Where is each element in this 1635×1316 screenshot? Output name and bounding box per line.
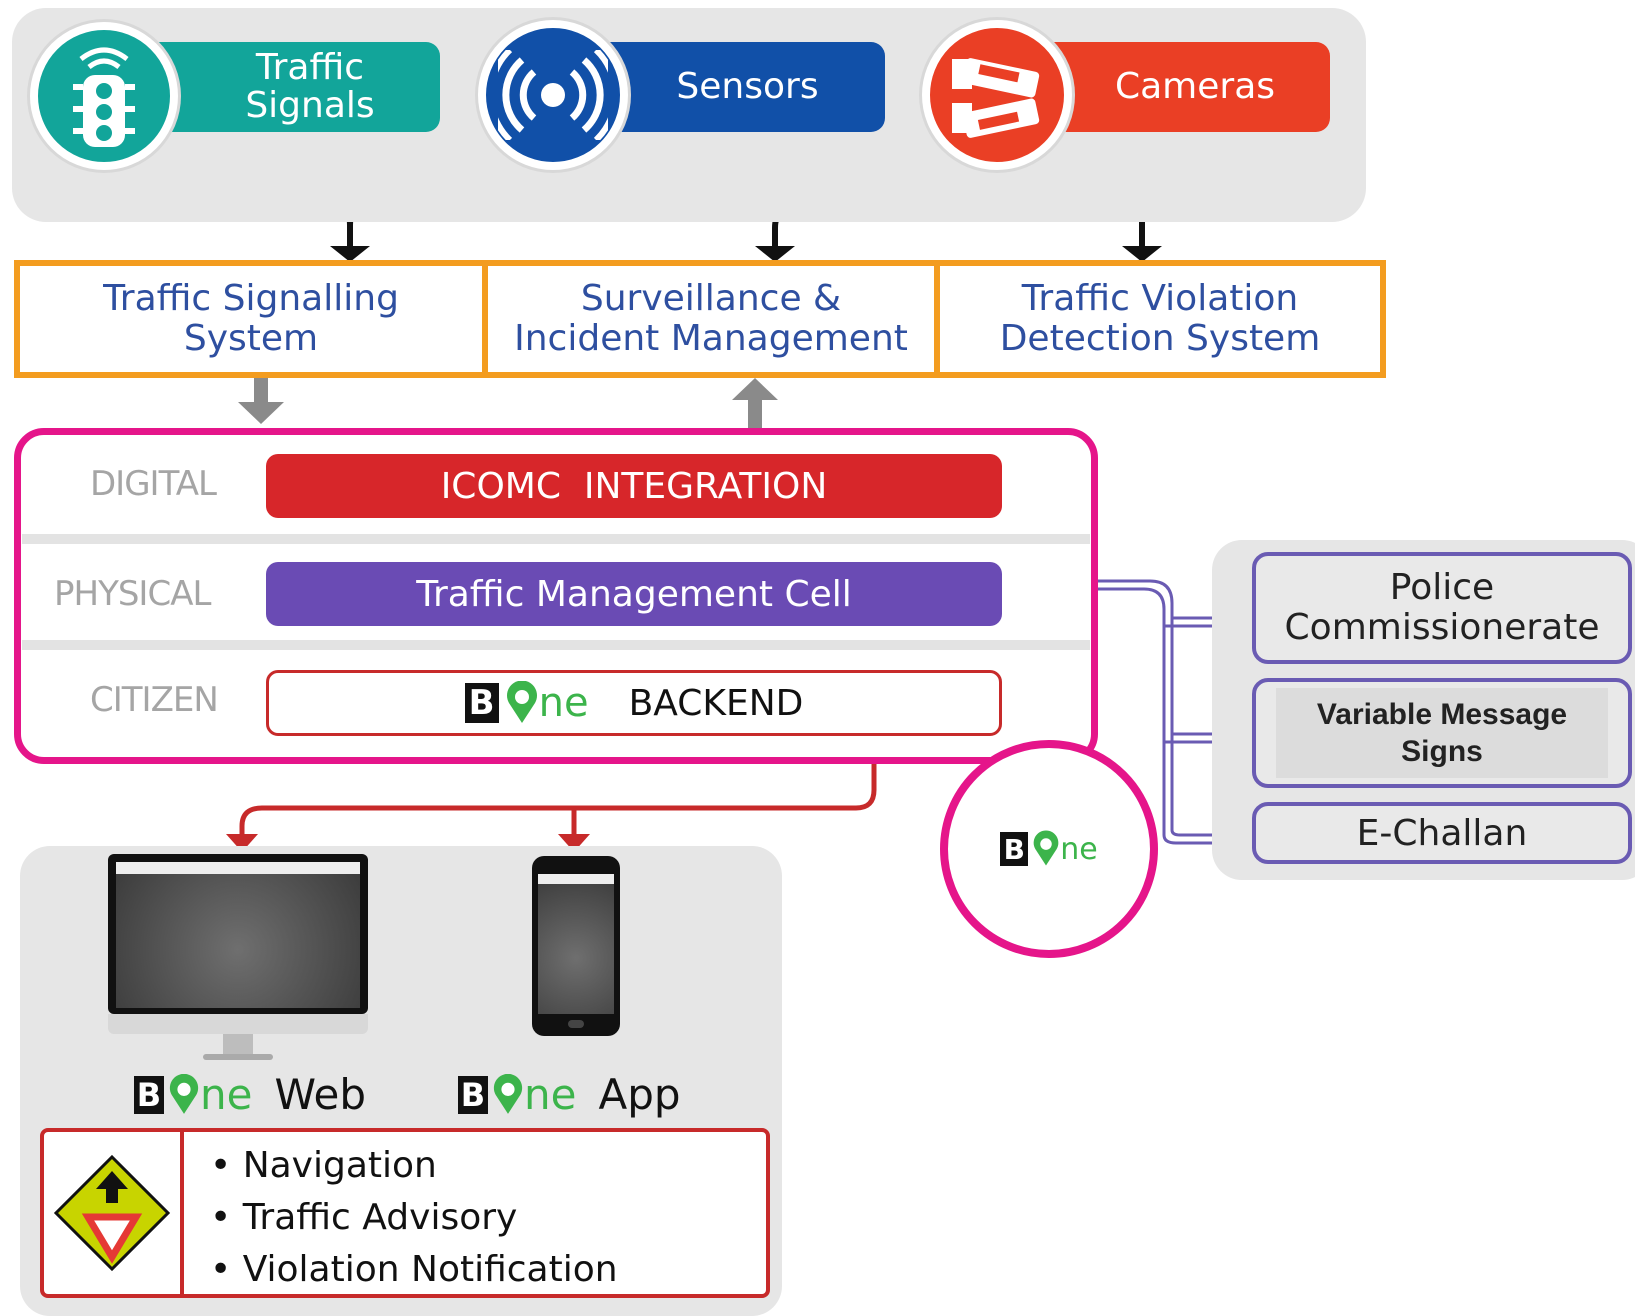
feature-list: • Navigation • Traffic Advisory • Violat…	[184, 1132, 618, 1294]
e-challan: E-Challan	[1252, 802, 1632, 864]
feature-violation-notification: Violation Notification	[242, 1249, 618, 1290]
traffic-management-cell-bar: Traffic Management Cell	[266, 562, 1002, 626]
icomc-integration-bar: ICOMC INTEGRATION	[266, 454, 1002, 518]
bone-logo-ne: ne	[538, 680, 589, 726]
traffic-signals-label-1: Traffic	[255, 47, 365, 89]
bone-logo-ne: ne	[524, 1070, 577, 1119]
vms-line-1: Variable Message	[1316, 697, 1568, 731]
app-label: App	[598, 1070, 681, 1119]
traffic-violation-detection-system: Traffic Violation Detection System	[934, 266, 1380, 372]
road-sign-cell	[44, 1132, 184, 1294]
physical-label: PHYSICAL	[54, 574, 211, 614]
echallan-label: E-Challan	[1356, 812, 1528, 854]
police-commissionerate: Police Commissionerate	[1252, 552, 1632, 664]
feature-traffic-advisory: Traffic Advisory	[242, 1197, 518, 1238]
arrow-to-web	[226, 834, 258, 852]
backend-channel-links	[239, 738, 877, 838]
sim-line-2: Incident Management	[514, 318, 908, 359]
location-pin-icon	[169, 1073, 199, 1114]
cameras-label: Cameras	[1114, 66, 1276, 108]
grey-arrow-down-tss	[238, 377, 284, 424]
bone-circle: B ne	[940, 740, 1158, 958]
arrow-to-tss	[330, 246, 370, 262]
desktop-monitor-icon	[108, 854, 368, 1064]
bone-logo-ne: ne	[200, 1070, 253, 1119]
yield-ahead-sign-icon	[53, 1154, 171, 1272]
mobile-phone-icon	[532, 856, 620, 1036]
feature-item: • Navigation	[210, 1145, 437, 1186]
sim-line-1: Surveillance &	[580, 277, 842, 319]
tss-line-1: Traffic Signalling	[103, 277, 399, 319]
bone-logo-b: B	[1000, 832, 1029, 866]
location-pin-icon	[493, 1073, 523, 1114]
bone-logo-ne: ne	[1060, 831, 1098, 867]
arrow-to-app	[558, 834, 590, 852]
bone-logo-b: B	[458, 1075, 488, 1114]
feature-item: • Traffic Advisory	[210, 1197, 518, 1238]
backend-bar: B ne BACKEND	[266, 670, 1002, 736]
arrow-to-tvds	[1122, 246, 1162, 262]
police-line-2: Commissionerate	[1284, 607, 1600, 648]
surveillance-incident-management: Surveillance & Incident Management	[482, 266, 934, 372]
layer-divider-2	[22, 640, 1090, 650]
web-label: Web	[274, 1070, 367, 1119]
icomc-label: ICOMC INTEGRATION	[440, 465, 828, 507]
bone-logo-b: B	[134, 1075, 164, 1114]
systems-row: Traffic Signalling System Surveillance &…	[14, 260, 1386, 378]
bone-logo-b: B	[464, 683, 499, 723]
bone-logo-app: B ne	[458, 1070, 576, 1119]
location-pin-icon	[506, 681, 537, 723]
tvds-line-1: Traffic Violation	[1021, 277, 1299, 319]
police-line-1: Police	[1389, 567, 1495, 609]
backend-label: BACKEND	[628, 682, 804, 724]
sensor-icon	[478, 20, 628, 170]
bone-logo-web: B ne	[134, 1070, 252, 1119]
features-box: • Navigation • Traffic Advisory • Violat…	[40, 1128, 770, 1298]
variable-message-signs: Variable Message Signs	[1252, 678, 1632, 788]
feature-navigation: Navigation	[242, 1145, 437, 1186]
layer-divider-1	[22, 534, 1090, 544]
traffic-signals-label-2: Signals	[245, 85, 375, 126]
camera-icon	[922, 20, 1072, 170]
digital-label: DIGITAL	[90, 464, 217, 504]
citizen-label: CITIZEN	[90, 680, 219, 720]
arrow-to-sim	[755, 246, 795, 262]
vms-line-2: Signs	[1401, 735, 1483, 768]
bone-app-label: B ne App	[458, 1070, 681, 1119]
traffic-light-icon	[30, 22, 178, 170]
location-pin-icon	[1033, 830, 1059, 866]
feature-item: • Violation Notification	[210, 1249, 618, 1290]
tss-line-2: System	[183, 318, 319, 359]
grey-arrow-up-sim	[732, 378, 778, 428]
bone-web-label: B ne Web	[134, 1070, 366, 1119]
tmc-label: Traffic Management Cell	[416, 573, 852, 615]
tvds-line-2: Detection System	[999, 318, 1321, 359]
sensors-label: Sensors	[676, 66, 819, 108]
bone-logo-circle: B ne	[1000, 830, 1098, 868]
traffic-signalling-system: Traffic Signalling System	[20, 266, 482, 372]
bone-logo-backend: B ne	[464, 680, 589, 726]
